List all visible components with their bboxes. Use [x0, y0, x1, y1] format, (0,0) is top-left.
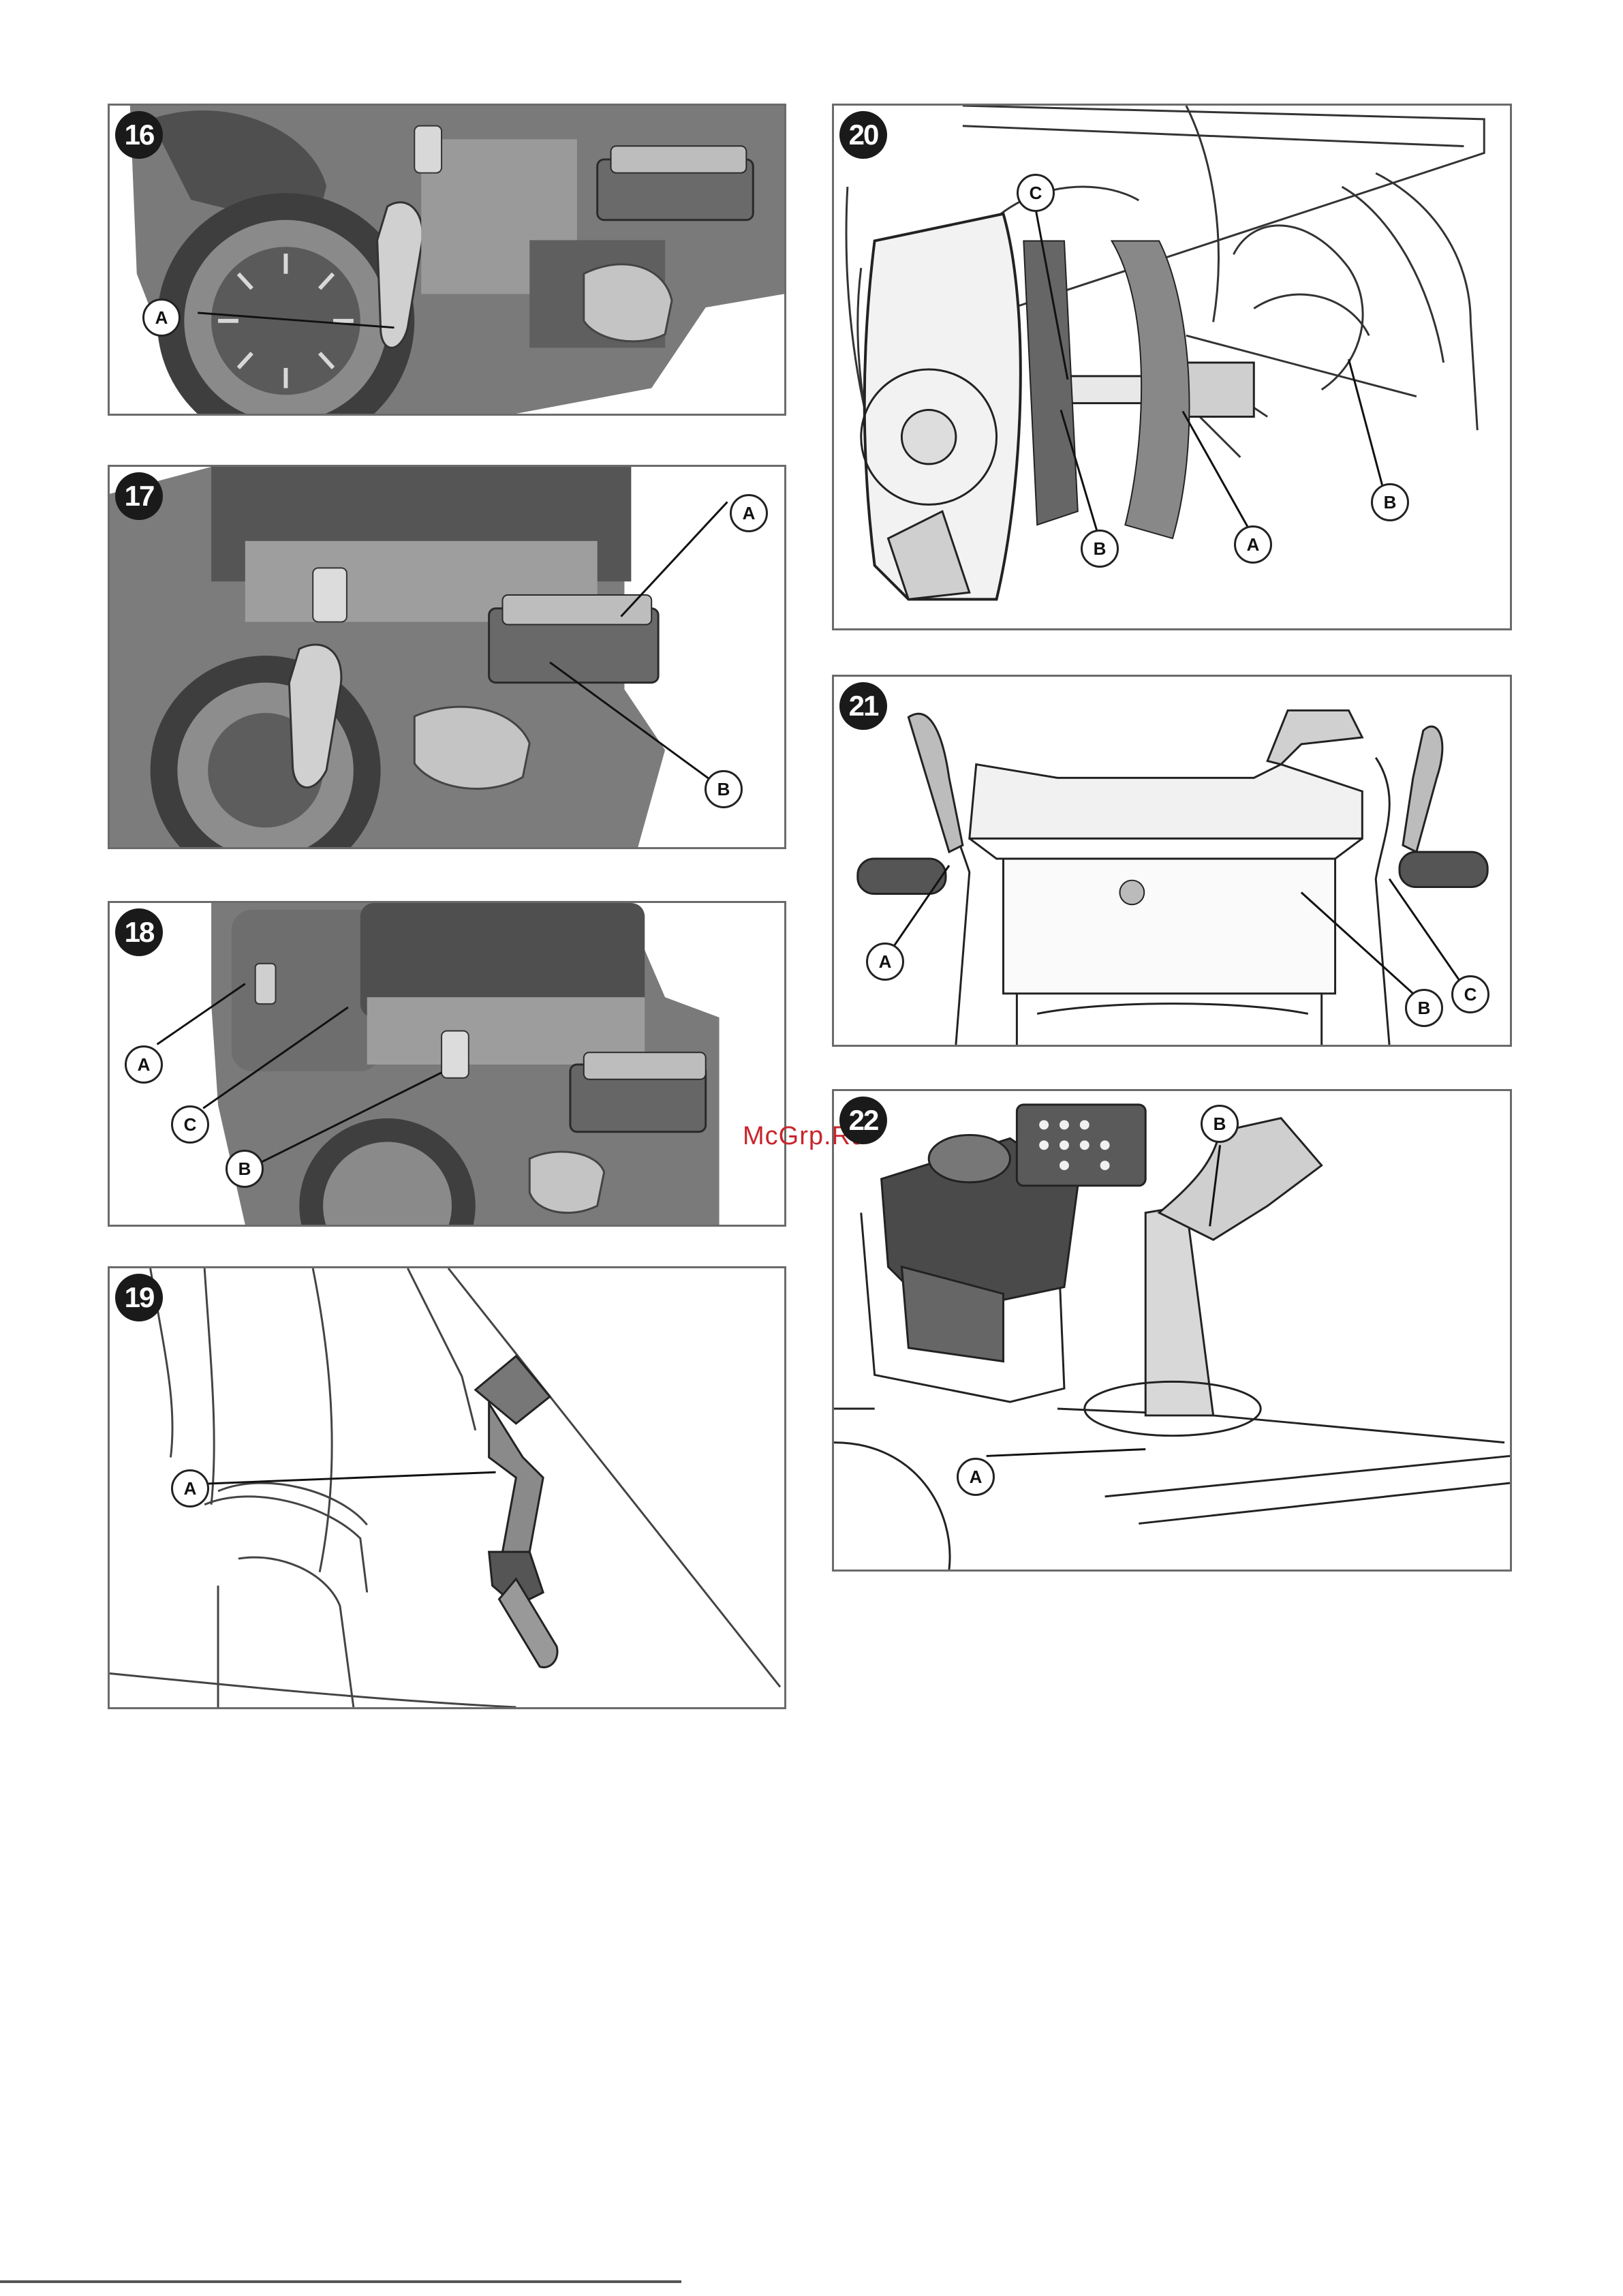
figure-number-badge: 18 [115, 908, 163, 956]
figure-number-badge: 20 [839, 111, 887, 159]
callout-label: A [866, 943, 904, 981]
figure-18-illustration [110, 903, 784, 1225]
callout-label: B [1081, 530, 1119, 568]
figure-17-panel: 17 A B [108, 465, 786, 849]
figure-22-illustration [834, 1091, 1510, 1570]
callout-label: A [142, 299, 181, 337]
figure-number-badge: 16 [115, 111, 163, 159]
callout-label: B [705, 770, 743, 808]
figure-21-panel: 21 A B C [832, 675, 1512, 1047]
footer-rule [0, 2280, 681, 2283]
callout-label: C [171, 1105, 209, 1144]
callout-label: B [1201, 1105, 1239, 1143]
callout-label: A [957, 1458, 995, 1496]
figure-22-panel: 22 B A [832, 1089, 1512, 1572]
figure-16-panel: 16 A [108, 104, 786, 416]
figure-18-panel: 18 A C B [108, 901, 786, 1227]
figure-20-panel: 20 C B A B [832, 104, 1512, 630]
figure-number-badge: 22 [839, 1097, 887, 1144]
callout-label: A [730, 494, 768, 532]
callout-label: C [1017, 174, 1055, 212]
figure-number-badge: 21 [839, 682, 887, 730]
callout-label: A [125, 1045, 163, 1084]
figure-19-illustration [110, 1268, 784, 1707]
callout-label: B [1405, 989, 1443, 1027]
callout-label: B [1371, 483, 1409, 521]
figure-17-illustration [110, 467, 784, 847]
figure-21-illustration [834, 677, 1510, 1045]
figure-number-badge: 19 [115, 1274, 163, 1321]
callout-label: A [171, 1469, 209, 1507]
figure-19-panel: 19 A [108, 1266, 786, 1709]
figure-number-badge: 17 [115, 472, 163, 520]
figure-20-illustration [834, 106, 1510, 628]
callout-label: C [1451, 975, 1489, 1013]
callout-label: B [226, 1150, 264, 1188]
callout-label: A [1234, 525, 1272, 564]
figure-16-illustration [110, 106, 784, 414]
